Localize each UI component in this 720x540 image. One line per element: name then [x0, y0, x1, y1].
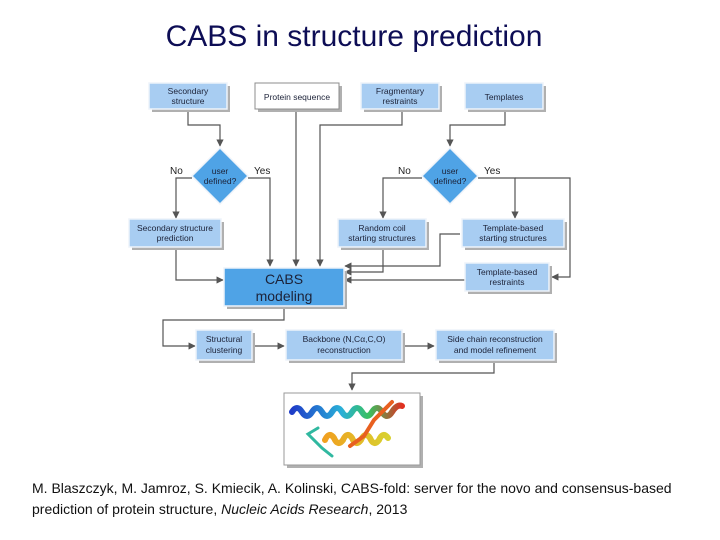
box-label-line: Side chain reconstruction [447, 334, 543, 344]
citation-journal: Nucleic Acids Research [221, 501, 369, 517]
box-label-line: Structural [206, 334, 242, 344]
slide-title: CABS in structure prediction [165, 20, 543, 53]
box-template-based-restraints: Template-based restraints [464, 262, 552, 294]
box-random-coil: Random coil starting structures [337, 218, 429, 250]
box-fragmentary-restraints: Fragmentary restraints [360, 82, 442, 112]
box-label-line: restraints [490, 277, 525, 287]
box-label-line: reconstruction [317, 345, 371, 355]
citation-text: M. Blaszczyk, M. Jamroz, S. Kmiecik, A. … [32, 478, 702, 520]
box-label-line: clustering [206, 345, 243, 355]
box-label-line: modeling [256, 288, 313, 304]
box-label-line: starting structures [348, 233, 416, 243]
connector-lines [162, 110, 571, 391]
decision-right-no-label: No [398, 166, 411, 177]
box-template-based-starting: Template-based starting structures [461, 218, 567, 250]
box-label-line: Template-based [483, 223, 544, 233]
box-label-line: Backbone (N,Cα,C,O) [303, 334, 386, 344]
protein-model-image [283, 392, 423, 468]
box-label-line: Secondary structure [137, 223, 213, 233]
box-label-line: Template-based [477, 267, 538, 277]
box-backbone-reconstruction: Backbone (N,Cα,C,O) reconstruction [285, 329, 405, 363]
box-label-line: prediction [157, 233, 194, 243]
decision-left-yes-label: Yes [254, 166, 270, 177]
box-structural-clustering: Structural clustering [195, 329, 255, 363]
box-label-line: Secondary [168, 86, 209, 96]
box-side-chain-reconstruction: Side chain reconstruction and model refi… [435, 329, 557, 363]
citation-year: , 2013 [368, 501, 408, 517]
box-protein-sequence: Protein sequence [254, 82, 342, 112]
box-label-line: and model refinement [454, 345, 537, 355]
box-label-line: Fragmentary [376, 86, 425, 96]
box-label-line: Templates [485, 92, 524, 102]
diamond-label-line: defined? [434, 176, 467, 186]
box-templates: Templates [464, 82, 546, 112]
decision-diamond-right: user defined? [420, 146, 480, 206]
citation-authors: M. Blaszczyk, M. Jamroz, S. Kmiecik, A. … [32, 480, 672, 517]
diamond-label-line: defined? [204, 176, 237, 186]
box-secondary-structure-prediction: Secondary structure prediction [128, 218, 224, 250]
box-label-line: Random coil [358, 223, 405, 233]
box-cabs-modeling: CABS modeling [223, 267, 347, 309]
box-label-line: structure [171, 96, 204, 106]
box-label-line: Protein sequence [264, 92, 330, 102]
box-secondary-structure: Secondary structure [148, 82, 230, 112]
box-label-line: starting structures [479, 233, 547, 243]
diamond-label-line: user [212, 166, 229, 176]
decision-diamond-left: user defined? [190, 146, 250, 206]
box-label-line: CABS [265, 271, 303, 287]
box-label-line: restraints [383, 96, 418, 106]
diamond-label-line: user [442, 166, 459, 176]
decision-right-yes-label: Yes [484, 166, 500, 177]
decision-left-no-label: No [170, 166, 183, 177]
